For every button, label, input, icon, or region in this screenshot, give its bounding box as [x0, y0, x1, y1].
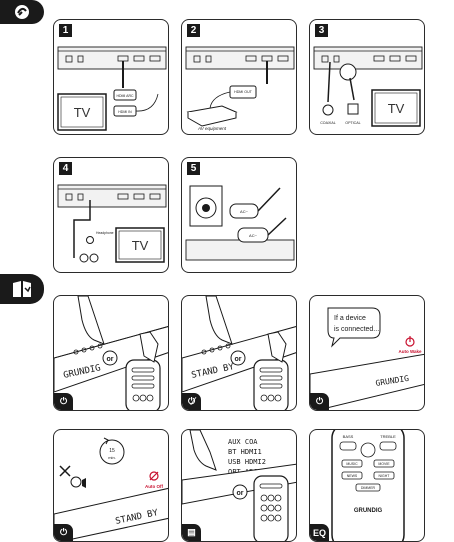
- power-on-panel: GRUNDIG or ⏻: [53, 295, 169, 411]
- source-icon: ▤: [182, 524, 201, 541]
- tv-label: TV: [74, 105, 91, 120]
- step-number: 5: [187, 162, 200, 175]
- remote-key-news: NEWS: [347, 474, 358, 478]
- hdmi-arc-label: HDMI ARC: [116, 94, 134, 98]
- step-2-panel: 2 HDMI OUT AV equipment: [181, 19, 297, 135]
- remote-key-treble: TREBLE: [380, 434, 396, 439]
- auto-wake-icon: ⏻: [310, 393, 329, 410]
- auto-wake-label: Auto Wake: [398, 349, 422, 354]
- remote-key-music: MUSIC: [346, 462, 358, 466]
- headphone-label: Headphone: [96, 231, 114, 235]
- av-equipment-label: AV equipment: [197, 126, 227, 131]
- source-list-row: USB HDMI2: [228, 458, 266, 466]
- remote-key-dimmer: DIMMER: [361, 486, 376, 490]
- auto-wake-panel: If a device is connected... Auto Wake GR…: [309, 295, 425, 411]
- optical-label: OPTICAL: [345, 121, 360, 125]
- step-1-panel: 1 TV HDMI ARC HDMI IN: [53, 19, 169, 135]
- connection-section-badge: [0, 0, 44, 24]
- auto-off-icon: ⏻: [54, 524, 73, 541]
- step-5-illustration: AC~ AC~: [185, 185, 295, 261]
- step-4-panel: 4 Headphone TV: [53, 157, 169, 273]
- operation-section-badge: [0, 274, 44, 304]
- auto-off-illustration: 15 min. Auto Off STAND BY: [54, 437, 168, 541]
- standby-panel: STAND BY or ⏻̸: [181, 295, 297, 411]
- step-5-panel: 5 AC~ AC~: [181, 157, 297, 273]
- ac-label-soundbar: AC~: [249, 233, 258, 238]
- step-3-panel: 3 COAXIAL OPTICAL TV: [309, 19, 425, 135]
- bubble-text-line2: is connected...: [334, 326, 379, 333]
- timer-unit: min.: [108, 455, 116, 460]
- tv-label: TV: [132, 238, 149, 253]
- remote-brand: GRUNDIG: [354, 508, 383, 514]
- bubble-text-line1: If a device: [334, 315, 366, 322]
- eq-remote-illustration: BASS TREBLE MUSIC MOVIE NEWS NIGHT DIMME…: [331, 430, 405, 541]
- book-icon: [13, 281, 31, 297]
- connection-icon: [15, 5, 29, 19]
- source-list-row: AUX COA: [228, 438, 258, 446]
- tv-label: TV: [388, 101, 405, 116]
- ac-label-subwoofer: AC~: [240, 209, 249, 214]
- remote-key-night: NIGHT: [379, 474, 391, 478]
- power-on-illustration: GRUNDIG or: [54, 296, 168, 410]
- step-number: 4: [59, 162, 72, 175]
- source-list-row: BT HDMI1: [228, 448, 262, 456]
- timer-value: 15: [109, 448, 115, 454]
- step-number: 2: [187, 24, 200, 37]
- auto-off-label: Auto Off: [145, 484, 163, 489]
- coaxial-label: COAXIAL: [320, 121, 336, 125]
- auto-wake-illustration: If a device is connected... Auto Wake GR…: [310, 307, 424, 410]
- standby-icon: ⏻̸: [182, 393, 201, 410]
- remote-key-bass: BASS: [343, 434, 354, 439]
- eq-panel: BASS TREBLE MUSIC MOVIE NEWS NIGHT DIMME…: [309, 429, 425, 542]
- standby-illustration: STAND BY or: [182, 296, 296, 410]
- step-3-illustration: COAXIAL OPTICAL TV: [313, 46, 423, 127]
- hdmi-out-label: HDMI OUT: [234, 90, 253, 94]
- or-label: or: [235, 356, 242, 363]
- step-number: 3: [315, 24, 328, 37]
- power-icon: ⏻: [54, 393, 73, 410]
- step-2-illustration: HDMI OUT AV equipment: [185, 46, 295, 131]
- source-illustration: AUX COA BT HDMI1 USB HDMI2 OPT ARC or: [182, 430, 296, 541]
- source-panel: AUX COA BT HDMI1 USB HDMI2 OPT ARC or ▤: [181, 429, 297, 542]
- or-label: or: [237, 490, 244, 497]
- step-1-illustration: TV HDMI ARC HDMI IN: [57, 46, 167, 131]
- hdmi-in-label: HDMI IN: [118, 110, 132, 114]
- step-4-illustration: Headphone TV: [57, 184, 167, 263]
- remote-key-movie: MOVIE: [378, 462, 390, 466]
- or-label: or: [107, 356, 114, 363]
- eq-icon: EQ: [310, 524, 329, 541]
- auto-off-panel: 15 min. Auto Off STAND BY ⏻: [53, 429, 169, 542]
- step-number: 1: [59, 24, 72, 37]
